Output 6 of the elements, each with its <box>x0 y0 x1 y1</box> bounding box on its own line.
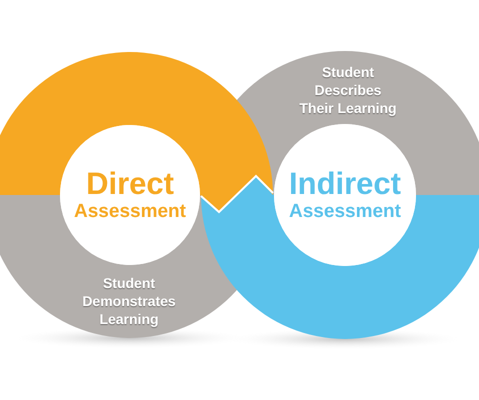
segment-label: Student Demonstrates Learning <box>81 274 177 328</box>
title-text: Indirect <box>289 167 401 201</box>
segment-label: Student Describes Their Learning <box>298 63 398 117</box>
title-text: Direct <box>86 167 174 201</box>
subtitle-text: Assessment <box>74 201 186 223</box>
subtitle-text: Assessment <box>289 201 401 223</box>
